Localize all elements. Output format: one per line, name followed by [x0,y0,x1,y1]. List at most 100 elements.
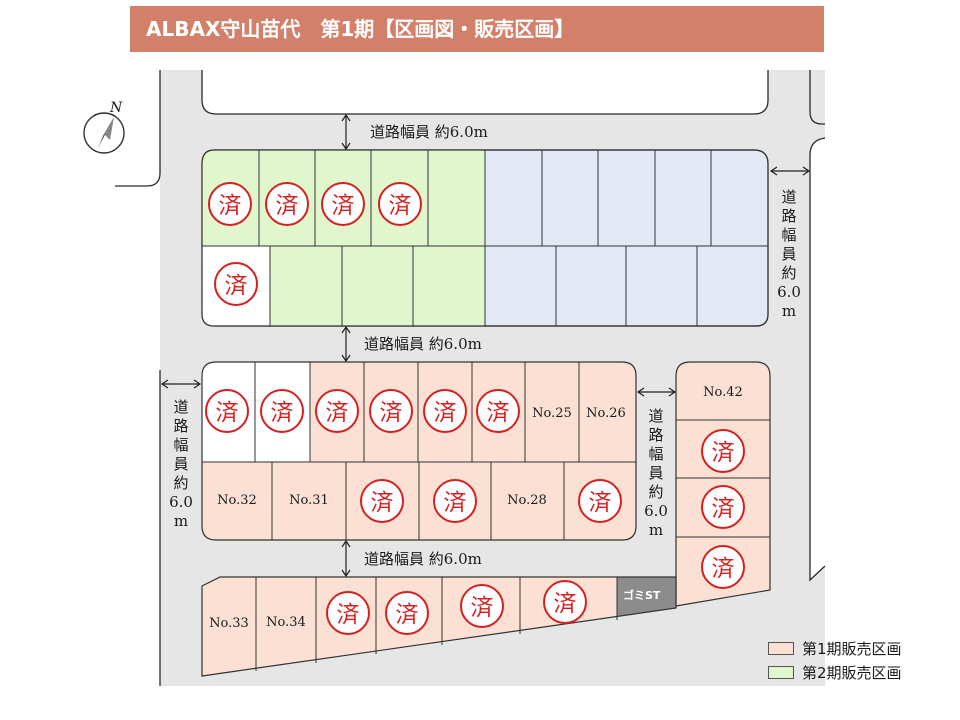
sold-mark: 済 [701,545,745,589]
svg-text:済: 済 [554,591,577,617]
road-width-vertical-right-1: 道 [781,188,796,206]
svg-text:済: 済 [434,400,457,426]
svg-text:済: 済 [487,400,510,426]
svg-text:済: 済 [271,400,294,426]
svg-text:済: 済 [326,400,349,426]
lot-label-no26: No.26 [586,406,626,421]
svg-text:済: 済 [276,193,299,219]
block-d-lot-lines [255,577,618,671]
road-width-arrow-left [160,379,202,389]
lot-label-no28: No.28 [507,493,547,508]
road-width-vertical-center-3: 幅 [648,445,663,463]
legend-swatch-phase1 [768,641,794,655]
svg-text:済: 済 [371,490,394,516]
block-d-outline-stroke [201,576,677,677]
garbage-station-label: ゴミST [623,588,661,602]
road-edges [115,70,826,582]
svg-text:済: 済 [219,193,242,219]
road-width-vertical-left-4: 員 [173,455,188,473]
svg-text:済: 済 [380,400,403,426]
svg-text:済: 済 [389,193,412,219]
sold-mark: 済 [369,389,413,433]
road-width-vertical-right-5: 約 [781,264,796,282]
road-width-arrow-center [636,387,677,397]
road-width-vertical-center-6: 6.0 [644,502,668,520]
block-b [201,361,637,541]
road-width-label-middle: 道路幅員 約6.0m [364,335,482,353]
svg-text:済: 済 [396,602,419,628]
lot-label-no31: No.31 [289,493,329,508]
svg-text:済: 済 [712,556,735,582]
block-a-lot-lines [202,150,768,326]
legend-label-phase1: 第1期販売区画 [802,639,902,658]
road-width-vertical-center-1: 道 [648,407,663,425]
road-width-vertical-right-3: 幅 [781,226,796,244]
road-width-vertical-left-7: m [174,512,188,530]
lot-label-no32: No.32 [217,493,257,508]
block-a-phase2-row2 [270,246,485,326]
legend-label-phase2: 第2期販売区画 [802,663,902,682]
block-c [675,361,771,607]
sold-mark: 済 [701,429,745,473]
svg-text:済: 済 [444,490,467,516]
garbage-station [617,577,676,616]
block-c-outline-stroke [675,361,771,607]
block-a [201,149,769,327]
road-width-arrow-top [341,113,351,151]
sold-mark: 済 [360,479,404,523]
road-width-arrow-right [769,166,811,176]
sold-mark: 済 [265,182,309,226]
road-width-vertical-left-6: 6.0 [169,493,193,511]
sold-mark: 済 [321,182,365,226]
block-right-outer [810,138,825,580]
road-width-vertical-center-7: m [649,521,663,539]
svg-text:済: 済 [332,193,355,219]
block-c-lot-lines [676,419,770,538]
block-left-outer [115,70,160,186]
svg-text:済: 済 [216,400,239,426]
sold-marks: 済 済 済 済 済 済 済 済 済 済 済 済 済 済 済 済 済 済 済 済 … [205,182,745,635]
sold-mark: 済 [385,591,429,635]
block-a-outline-stroke [201,149,769,327]
svg-text:済: 済 [712,440,735,466]
road-width-arrow-middle [341,325,351,363]
sold-mark: 済 [423,389,467,433]
road-width-label-top: 道路幅員 約6.0m [370,123,488,141]
svg-text:済: 済 [712,496,735,522]
compass-needle-light [104,117,114,140]
sold-mark: 済 [315,389,359,433]
block-b-white-lots [202,362,310,462]
lot-label-no42: No.42 [703,385,743,400]
block-top-outer [202,70,768,114]
road-width-vertical-center-2: 路 [648,426,663,444]
svg-text:済: 済 [337,602,360,628]
legend-swatch-phase2 [768,665,794,679]
lot-labels: No.25 No.26 No.32 No.31 No.28 No.42 No.3… [209,385,743,631]
road-width-vertical-left-5: 約 [173,474,188,492]
road-width-vertical-right-4: 員 [781,245,796,263]
sold-mark: 済 [260,389,304,433]
lot-label-no25: No.25 [532,406,572,421]
sold-mark: 済 [433,479,477,523]
road-width-vertical-center-4: 員 [648,464,663,482]
road-annotations: 道路幅員 約6.0m 道路幅員 約6.0m 道路幅員 約6.0m 道 路 幅 員… [160,113,811,578]
road-width-vertical-center-5: 約 [648,483,663,501]
legend-item-phase2: 第2期販売区画 [768,660,902,684]
lot-label-no33: No.33 [209,616,249,631]
road-width-vertical-right-7: m [782,302,796,320]
sold-mark: 済 [460,584,504,628]
sold-mark: 済 [578,479,622,523]
road-width-arrow-bottom [341,539,351,578]
svg-text:済: 済 [225,273,248,299]
sold-mark: 済 [378,182,422,226]
road-width-vertical-left-2: 路 [173,417,188,435]
compass-ring [83,112,125,154]
legend: 第1期販売区画 第2期販売区画 [768,636,902,684]
sold-mark: 済 [205,389,249,433]
sold-mark: 済 [701,485,745,529]
lot-label-no34: No.34 [266,615,306,630]
block-c-outline [676,362,770,606]
page-title: ALBAX守山苗代 第1期【区画図・販売区画】 [130,6,824,52]
sold-mark: 済 [476,389,520,433]
